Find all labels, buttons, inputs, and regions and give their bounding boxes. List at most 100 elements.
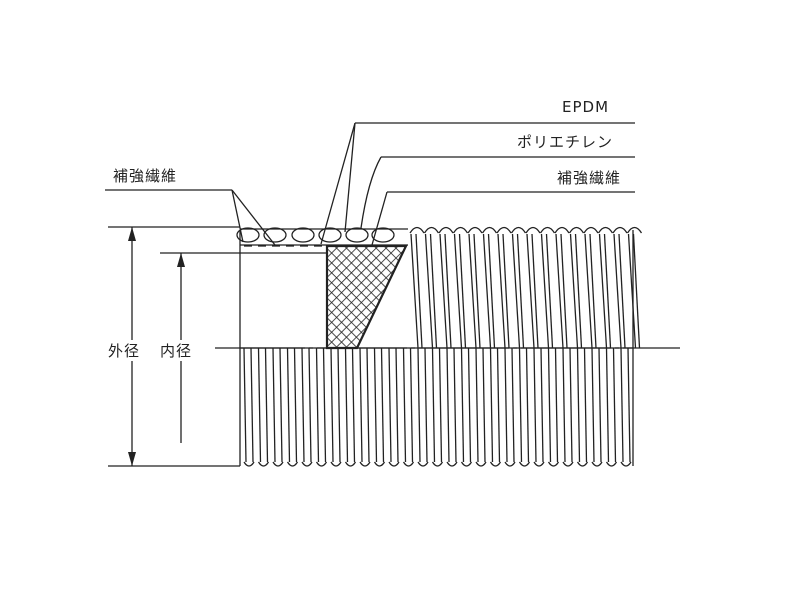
outer-arrow-top	[128, 227, 136, 241]
corrugation-rib	[620, 347, 624, 463]
corrugation-rib	[458, 233, 467, 349]
corrugation-trough	[431, 461, 444, 467]
corrugation-rib	[482, 233, 492, 349]
corrugation-rib	[467, 347, 472, 463]
corrugation-rib	[482, 347, 486, 463]
corrugation-trough	[533, 461, 545, 467]
corrugation-rib	[531, 233, 539, 349]
corrugation-trough	[417, 461, 429, 467]
label-outer-diameter: 外径	[108, 340, 141, 361]
corrugation-rib	[496, 347, 501, 463]
corrugation-rib	[402, 347, 407, 463]
corrugation-trough	[272, 461, 284, 467]
corrugation-rib	[576, 347, 581, 463]
corrugation-rib	[468, 233, 477, 349]
outer-arrow-bottom	[128, 452, 136, 466]
cord-section	[318, 227, 342, 243]
corrugation-rib	[562, 347, 566, 463]
corrugation-rib	[315, 347, 320, 463]
corrugation-crest	[612, 226, 628, 234]
corrugation-rib	[618, 233, 626, 349]
corrugation-rib	[279, 347, 283, 463]
corrugation-trough	[330, 461, 342, 467]
corrugation-rib	[516, 233, 525, 349]
corrugation-rib	[583, 347, 588, 463]
corrugation-rib	[487, 233, 496, 349]
reinforcement-braid-hatch	[325, 244, 408, 350]
corrugation-rib	[475, 347, 479, 463]
corrugation-rib	[540, 233, 550, 349]
corrugation-rib	[518, 347, 523, 463]
corrugation-rib	[243, 347, 247, 463]
corrugation-rib	[540, 347, 544, 463]
corrugation-rib	[574, 233, 583, 349]
corrugation-rib	[301, 347, 305, 463]
corrugation-rib	[473, 233, 481, 349]
corrugation-rib	[591, 347, 595, 463]
corrugation-rib	[453, 233, 463, 349]
corrugation-rib	[438, 347, 443, 463]
corrugation-trough	[373, 461, 386, 467]
corrugation-rib	[344, 347, 349, 463]
corrugation-rib	[410, 233, 419, 349]
corrugation-trough	[562, 461, 574, 467]
corrugation-rib	[308, 347, 312, 463]
corrugation-rib	[366, 347, 370, 463]
corrugation-crest	[438, 226, 454, 234]
corrugation-crest	[452, 226, 469, 234]
corrugation-rib	[489, 347, 494, 463]
corrugation-rib	[526, 233, 535, 349]
corrugation-crest	[496, 226, 512, 234]
corrugation-rib	[555, 233, 564, 349]
corrugation-trough	[547, 461, 560, 467]
cord-section	[291, 227, 315, 243]
corrugation-crest	[568, 226, 585, 234]
corrugation-trough	[359, 461, 371, 467]
corrugation-rib	[460, 347, 465, 463]
corrugation-rib	[380, 347, 385, 463]
corrugation-trough	[605, 461, 618, 467]
corrugation-rib	[612, 347, 617, 463]
corrugation-rib	[395, 347, 399, 463]
corrugation-rib	[337, 347, 341, 463]
corrugation-crest	[481, 226, 498, 234]
corrugation-rib	[627, 233, 637, 349]
cord-section	[345, 227, 369, 243]
label-reinforcement-right: 補強繊維	[557, 169, 622, 187]
corrugation-rib	[424, 347, 428, 463]
corrugation-rib	[453, 347, 457, 463]
corrugation-crest	[510, 226, 527, 234]
cord-section	[236, 227, 260, 243]
corrugation-crest	[467, 226, 483, 234]
corrugation-rib	[359, 347, 363, 463]
corrugation-rib	[286, 347, 291, 463]
corrugation-rib	[598, 233, 608, 349]
corrugation-rib	[415, 233, 423, 349]
corrugation-rib	[627, 347, 631, 463]
corrugation-trough	[475, 461, 487, 467]
corrugation-rib	[533, 347, 537, 463]
corrugation-rib	[502, 233, 510, 349]
corrugation-trough	[315, 461, 328, 467]
corrugation-rib	[409, 347, 414, 463]
corrugation-trough	[576, 461, 589, 467]
corrugation-rib	[569, 233, 579, 349]
corrugation-crest	[554, 226, 570, 234]
corrugation-rib	[545, 233, 554, 349]
corrugation-rib	[424, 233, 434, 349]
label-epdm: EPDM	[562, 98, 610, 116]
corrugation-crest	[409, 226, 425, 234]
cord-section	[263, 227, 287, 243]
corrugation-rib	[429, 233, 438, 349]
corrugation-trough	[591, 461, 603, 467]
corrugation-rib	[632, 233, 641, 349]
corrugation-rib	[272, 347, 276, 463]
corrugation-rib	[351, 347, 356, 463]
corrugation-trough	[243, 461, 255, 467]
corrugation-trough	[286, 461, 299, 467]
label-reinforcement-left: 補強繊維	[113, 167, 178, 185]
corrugation-crest	[525, 226, 541, 234]
corrugation-rib	[444, 233, 452, 349]
